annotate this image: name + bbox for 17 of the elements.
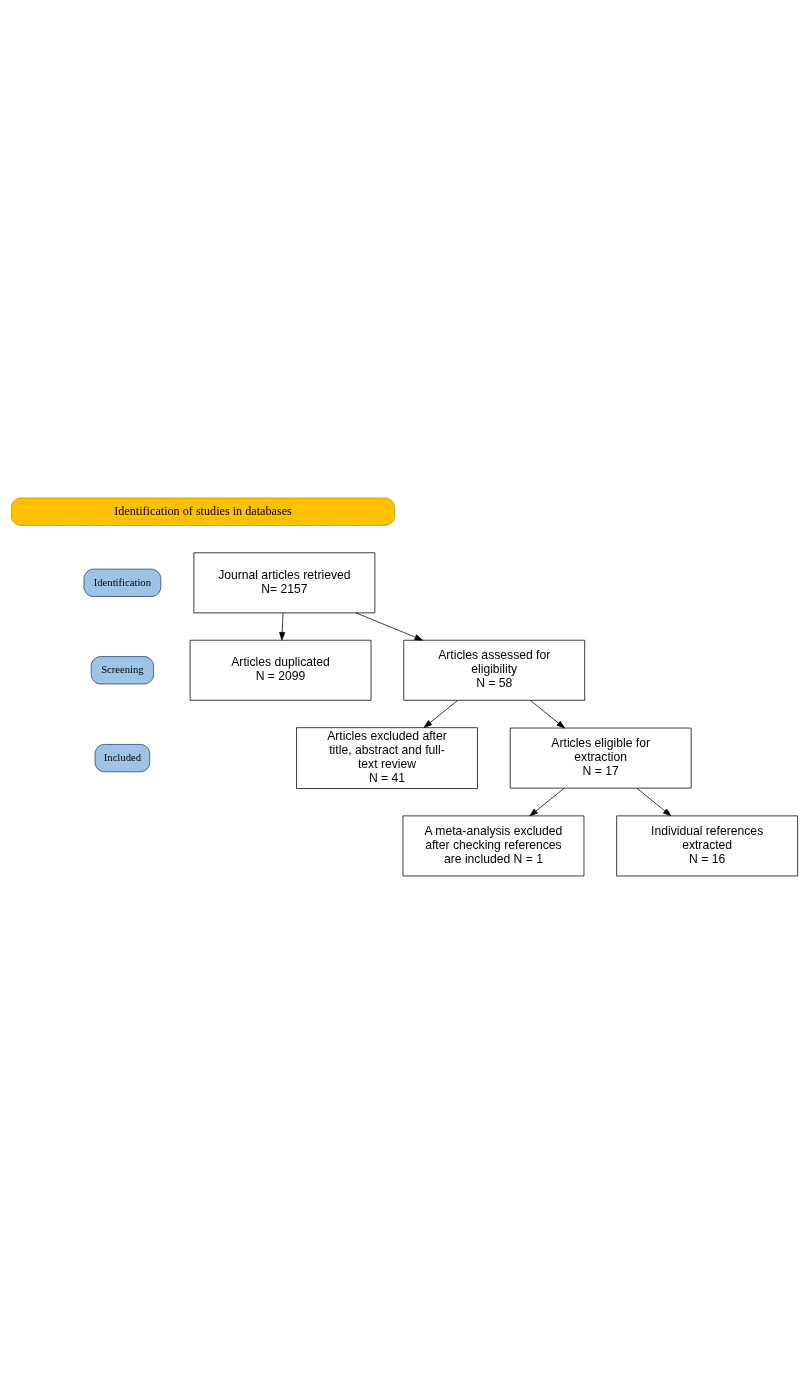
node-box: A meta-analysis excluded after checking references are included N = 1 <box>402 815 585 877</box>
arrow <box>636 787 672 817</box>
arrow <box>279 612 286 641</box>
arrow <box>423 700 458 728</box>
arrow <box>529 787 565 817</box>
node-box: Included <box>94 744 151 773</box>
arrow <box>530 700 565 729</box>
node-box: Articles duplicated N = 2099 <box>189 639 372 701</box>
arrow <box>355 612 423 641</box>
node-box: Articles eligible for extraction N = 17 <box>509 727 692 789</box>
node-box: Articles assessed for eligibility N = 58 <box>403 639 586 701</box>
node-box: Identification of studies in databases <box>11 497 395 526</box>
node-box: Articles excluded after title, abstract and full-text review N = 41 <box>296 727 478 789</box>
node-box: Screening <box>90 656 154 685</box>
node-box: Individual references extracted N = 16 <box>616 815 798 877</box>
node-box: Journal articles retrieved N= 2157 <box>193 552 376 614</box>
node-box: Identification <box>83 568 162 597</box>
